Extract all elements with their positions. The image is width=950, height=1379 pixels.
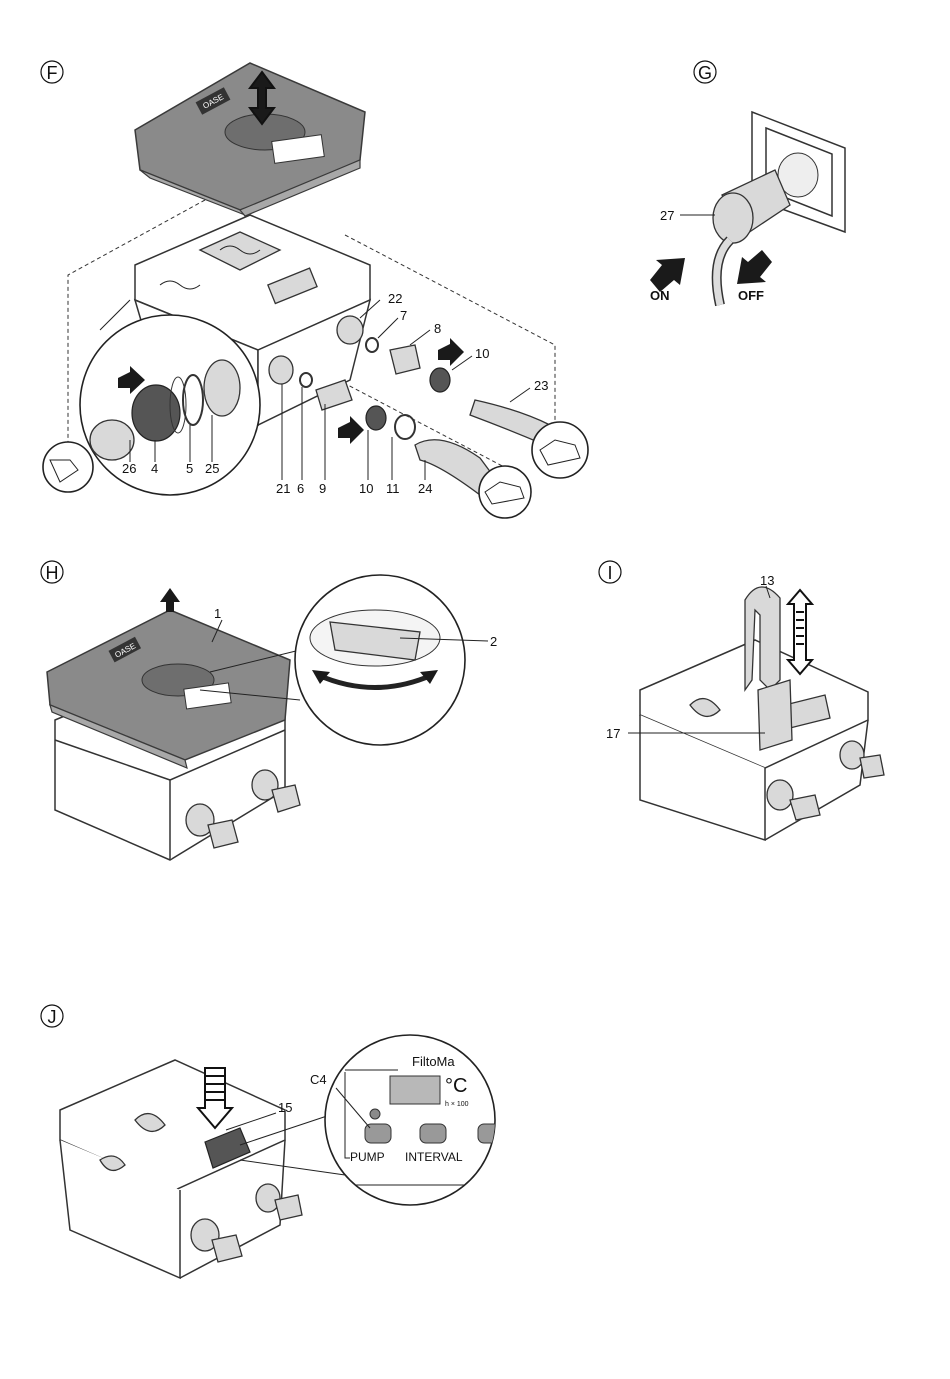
label-9: 9: [319, 481, 326, 496]
step-j-letter: J: [48, 1007, 57, 1027]
panel-h: H OASE 1: [41, 561, 497, 860]
pump-led: [370, 1109, 380, 1119]
control-panel-detail: FiltoMa °C h × 100 PUMP INTERVAL: [325, 1035, 504, 1205]
label-8: 8: [434, 321, 441, 336]
detail-circle-h: [295, 575, 465, 745]
label-27: 27: [660, 208, 674, 223]
label-17: 17: [606, 726, 620, 741]
step-h-letter: H: [46, 563, 59, 583]
filter-lid-f: OASE: [135, 63, 365, 216]
info-circle-right-upper: [532, 422, 588, 478]
label-25: 25: [205, 461, 219, 476]
label-7: 7: [400, 308, 407, 323]
power-plug: [713, 170, 790, 305]
step-i-letter: I: [607, 563, 612, 583]
on-label: ON: [650, 288, 670, 303]
label-4: 4: [151, 461, 158, 476]
lift-up-arrow-icon: [160, 588, 180, 612]
filter-body-j: [60, 1060, 302, 1278]
label-10-lower: 10: [359, 481, 373, 496]
label-6: 6: [297, 481, 304, 496]
third-button[interactable]: [478, 1124, 504, 1143]
hours-unit: h × 100: [445, 1101, 469, 1108]
panel-i: I 13 17: [599, 561, 884, 840]
panel-g: G 27 ON OFF: [650, 61, 845, 305]
off-arrow-icon: [737, 250, 772, 284]
label-c4: C4: [310, 1072, 327, 1087]
interval-label: INTERVAL: [405, 1150, 463, 1164]
label-1: 1: [214, 606, 221, 621]
label-22: 22: [388, 291, 402, 306]
panel-f: F OASE: [41, 61, 588, 518]
label-15: 15: [278, 1100, 292, 1115]
info-circle-left: [43, 442, 93, 492]
label-24: 24: [418, 481, 432, 496]
label-26: 26: [122, 461, 136, 476]
panel-j: J 15 FiltoMa: [41, 1005, 504, 1278]
lcd-display: [390, 1076, 440, 1104]
info-circle-right-lower: [479, 466, 531, 518]
label-13: 13: [760, 573, 774, 588]
label-21: 21: [276, 481, 290, 496]
step-f-letter: F: [47, 63, 58, 83]
step-g-letter: G: [698, 63, 712, 83]
pump-label: PUMP: [350, 1150, 385, 1164]
interval-button[interactable]: [420, 1124, 446, 1143]
label-23: 23: [534, 378, 548, 393]
display-brand-text: FiltoMa: [412, 1054, 455, 1069]
on-arrow-icon: [650, 258, 685, 292]
label-5: 5: [186, 461, 193, 476]
off-label: OFF: [738, 288, 764, 303]
label-11: 11: [386, 481, 400, 496]
label-2: 2: [490, 634, 497, 649]
label-10-upper: 10: [475, 346, 489, 361]
up-down-arrow-i: [788, 590, 812, 674]
temperature-unit: °C: [445, 1075, 467, 1097]
